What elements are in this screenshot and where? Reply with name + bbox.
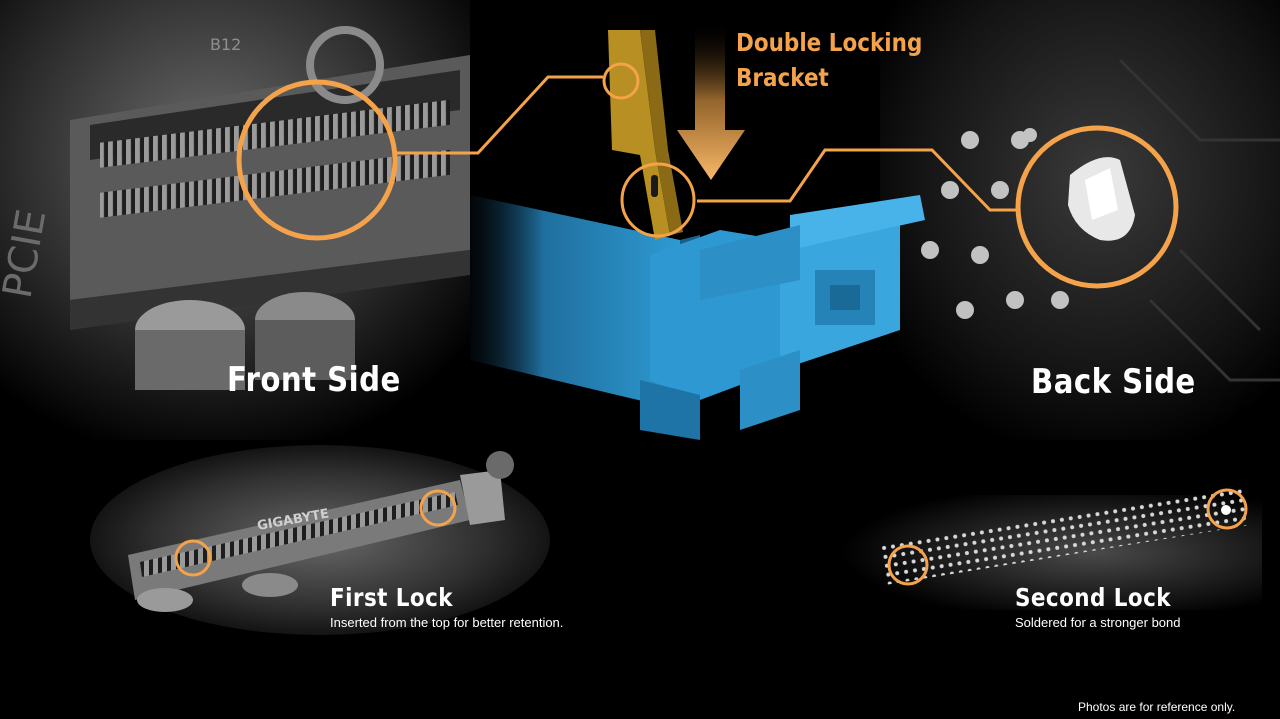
first-lock-left-ring	[174, 539, 212, 577]
first-lock-photo: GIGABYTE	[90, 445, 550, 635]
callout-rings	[236, 62, 1179, 289]
pin-top-highlight-ring	[602, 62, 640, 100]
callout-line-1: Double Locking	[736, 28, 923, 57]
front-side-highlight-ring	[236, 79, 398, 241]
back-side-highlight-ring	[1015, 125, 1179, 289]
back-side-photo	[880, 0, 1280, 440]
reference-footnote: Photos are for reference only.	[1078, 700, 1236, 714]
back-side-title: Back Side	[1031, 362, 1196, 402]
gold-bracket-pin	[608, 30, 683, 240]
front-side-title: Front Side	[227, 360, 401, 400]
second-lock-left-ring	[887, 544, 929, 586]
callout-line-2: Bracket	[736, 63, 829, 92]
pin-slot-highlight-ring	[620, 162, 696, 238]
second-lock-photo	[842, 488, 1262, 610]
callout-lines	[397, 75, 1018, 212]
front-side-photo: B12 PCIE	[0, 0, 470, 440]
blue-bracket-render	[470, 195, 925, 440]
insertion-down-arrow	[677, 20, 745, 180]
board-code-mark: B12	[210, 35, 241, 54]
second-lock-description: Soldered for a stronger bond	[1015, 615, 1181, 630]
callout-title: Double Locking Bracket	[736, 25, 922, 95]
first-lock-description: Inserted from the top for better retenti…	[330, 615, 564, 630]
second-lock-title: Second Lock	[1015, 583, 1172, 612]
first-lock-title: First Lock	[330, 583, 454, 612]
second-lock-right-ring	[1206, 488, 1248, 530]
first-lock-right-ring	[419, 489, 457, 527]
